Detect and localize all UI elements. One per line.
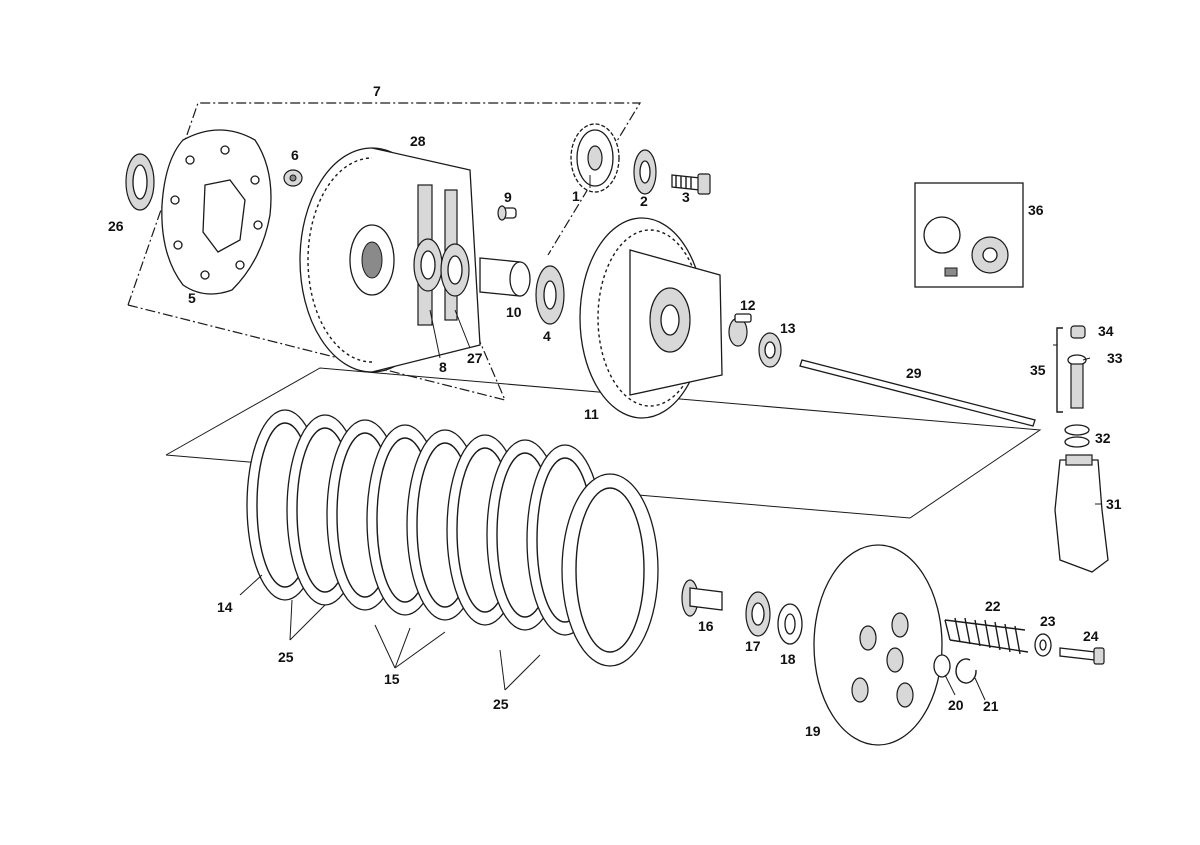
- label-14: 14: [217, 599, 233, 615]
- push-rod-29: [799, 359, 1036, 427]
- label-4: 4: [543, 328, 551, 344]
- label-3: 3: [682, 189, 690, 205]
- label-34: 34: [1098, 323, 1114, 339]
- label-20: 20: [948, 697, 964, 713]
- label-22: 22: [985, 598, 1001, 614]
- pressure-plate-19: [813, 544, 943, 746]
- label-36: 36: [1028, 202, 1044, 218]
- slave-cylinder-31: [1054, 454, 1109, 573]
- label-25a: 25: [278, 649, 294, 665]
- label-12: 12: [740, 297, 756, 313]
- label-32: 32: [1095, 430, 1111, 446]
- gear-1: [570, 123, 620, 193]
- o-rings-32: [1064, 424, 1090, 448]
- bushing-10: [479, 257, 531, 297]
- part-12: [728, 313, 752, 347]
- needle-bearing-8: [413, 238, 443, 292]
- label-19: 19: [805, 723, 821, 739]
- label-16: 16: [698, 618, 714, 634]
- label-6: 6: [291, 147, 299, 163]
- label-10: 10: [506, 304, 522, 320]
- clutch-plate-stack: [246, 409, 659, 667]
- label-25c: 25: [493, 696, 509, 712]
- plate-5: [161, 129, 272, 295]
- washer-20: [933, 654, 951, 678]
- label-28: 28: [410, 133, 426, 149]
- bracket-35: [1056, 327, 1063, 413]
- washer-18: [777, 603, 803, 645]
- label-17: 17: [745, 638, 761, 654]
- pin-9: [497, 205, 517, 221]
- label-23: 23: [1040, 613, 1056, 629]
- label-27: 27: [467, 350, 483, 366]
- label-7: 7: [373, 83, 381, 99]
- washer-4: [535, 265, 565, 325]
- washer-23: [1034, 633, 1052, 657]
- label-21: 21: [983, 698, 999, 714]
- label-26: 26: [108, 218, 124, 234]
- needle-bearing-27: [440, 243, 470, 297]
- clutch-hub-11: [579, 217, 723, 419]
- bearing-17: [745, 591, 771, 637]
- label-9: 9: [504, 189, 512, 205]
- thrust-piece-16: [681, 579, 723, 617]
- label-13: 13: [780, 320, 796, 336]
- label-18: 18: [780, 651, 796, 667]
- cap-34: [1070, 325, 1086, 339]
- circlip-21: [955, 658, 977, 684]
- label-24: 24: [1083, 628, 1099, 644]
- label-15a: 15: [384, 671, 400, 687]
- washer-26: [125, 153, 155, 211]
- label-33: 33: [1107, 350, 1123, 366]
- bolt-24: [1059, 647, 1105, 665]
- screw-3: [671, 173, 711, 195]
- label-1: 1: [572, 188, 580, 204]
- callout-labels: 1 2 3 4 5 6 7 8 9 10 11 12 13 14 15 16 1…: [108, 83, 1123, 739]
- plate-pack-bracket: [165, 367, 1042, 519]
- label-8: 8: [439, 359, 447, 375]
- label-11: 11: [584, 406, 599, 422]
- bolt-6: [283, 169, 303, 187]
- label-2: 2: [640, 193, 648, 209]
- label-31: 31: [1106, 496, 1122, 512]
- label-5: 5: [188, 290, 196, 306]
- bleed-valve-33: [1067, 354, 1087, 409]
- springs-22: [944, 617, 1029, 655]
- nut-13: [758, 332, 782, 368]
- label-29: 29: [906, 365, 922, 381]
- seal-kit-36: [914, 182, 1024, 288]
- label-35: 35: [1030, 362, 1046, 378]
- leader-lines: [239, 175, 1101, 701]
- washer-2: [633, 149, 657, 195]
